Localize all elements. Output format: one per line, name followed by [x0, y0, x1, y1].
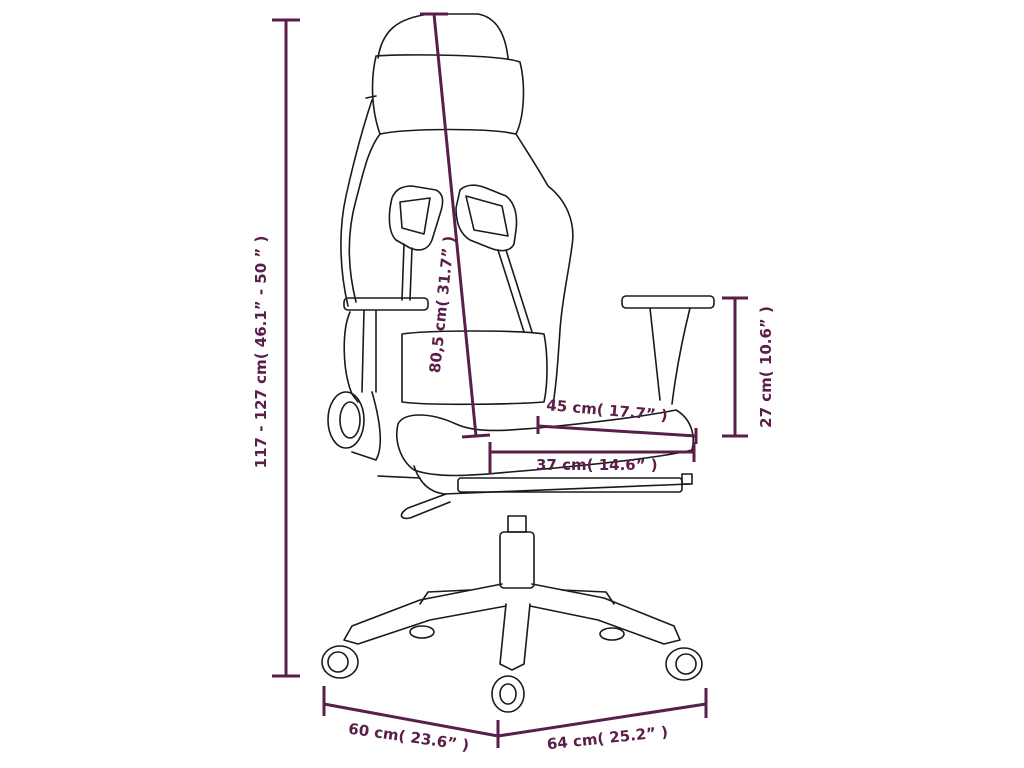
chair-right-wing-opening: [455, 184, 518, 252]
base-depth-label: 60 cm( 23.6” ): [347, 720, 470, 755]
total-height-label: 117 - 127 cm( 46.1” - 50 ” ): [252, 236, 270, 469]
backrest-height-label: 80,5 cm( 31.7” ): [426, 235, 458, 374]
chair-backrest: [348, 133, 574, 411]
chair-gas-cylinder: [499, 531, 535, 589]
chair-caster-left: [321, 645, 359, 679]
chair-base-leg-back-left: [419, 589, 471, 605]
armrest-height-label: 27 cm( 10.6” ): [757, 306, 775, 428]
armrest-height-dimension-line: [722, 296, 748, 438]
chair-footrest: [457, 477, 683, 493]
base-depth-dimension-line: [322, 686, 500, 748]
chair-seat: [396, 409, 694, 477]
chair-caster-front: [491, 675, 525, 713]
total-height-dimension-line: [272, 18, 300, 678]
dimension-lines: [272, 12, 748, 748]
seat-width-dimension-line: [488, 442, 696, 474]
chair-headrest-cap: [377, 13, 509, 59]
gaming-chair-drawing: [321, 13, 715, 713]
chair-recline-knob: [327, 391, 365, 449]
base-width-dimension-line: [497, 688, 708, 738]
chair-left-armrest-bracket: [343, 311, 359, 403]
base-width-label: 64 cm( 25.2” ): [546, 723, 669, 754]
chair-caster-back-right: [599, 627, 625, 641]
seat-width-label: 37 cm( 14.6” ): [536, 456, 658, 474]
seat-depth-dimension-line: [536, 416, 698, 444]
chair-caster-right: [665, 647, 703, 681]
chair-right-armrest-post: [649, 307, 691, 405]
chair-base-leg-left: [343, 583, 507, 645]
chair-head-pillow: [371, 54, 525, 135]
backrest-height-dimension-line: [420, 12, 491, 439]
chair-right-armrest-pad: [621, 295, 715, 309]
chair-base-leg-back-right: [561, 589, 615, 605]
chair-left-armrest-pad: [343, 297, 429, 311]
chair-base-leg-right: [529, 583, 681, 645]
chair-lumbar-cushion: [401, 330, 548, 406]
chair-tilt-lever: [400, 493, 451, 520]
chair-caster-back-left: [409, 625, 435, 639]
chair-base-leg-front: [499, 603, 531, 671]
chair-left-wing-opening: [388, 185, 444, 251]
